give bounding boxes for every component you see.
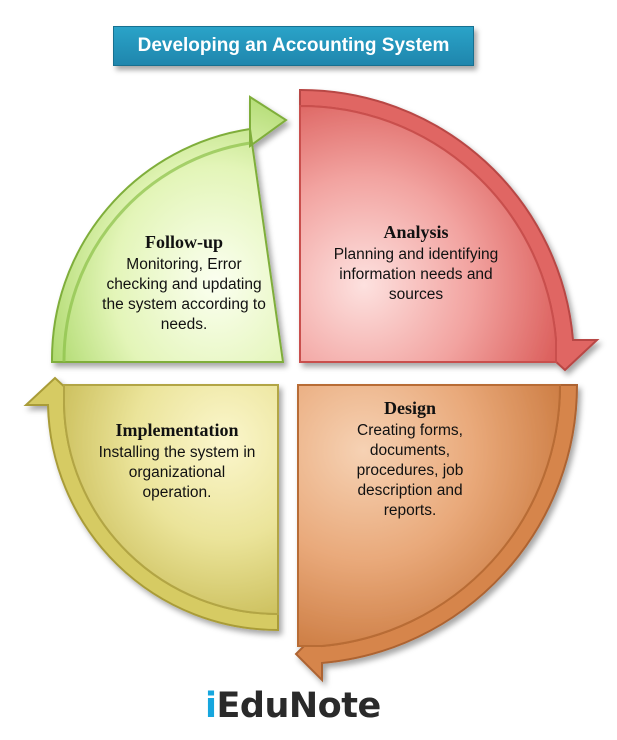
diagram-title: Developing an Accounting System [113,26,474,66]
implementation-body: Installing the system in organizational … [98,444,256,501]
analysis-body: Planning and identifying information nee… [333,246,499,303]
follow-up-text: Follow-up Monitoring, Error checking and… [95,232,273,335]
logo-note: Note [288,686,381,726]
analysis-quadrant [299,88,600,372]
implementation-quadrant [23,376,279,632]
title-text: Developing an Accounting System [137,35,450,56]
follow-up-heading: Follow-up [144,232,223,252]
design-body: Creating forms, documents, procedures, j… [356,422,464,519]
logo-i: i [205,686,217,726]
design-text: Design Creating forms, documents, proced… [335,398,485,521]
design-quadrant [294,384,579,683]
design-heading: Design [383,398,436,418]
logo-edu: Edu [216,686,290,726]
follow-up-body: Monitoring, Error checking and updating … [102,256,266,333]
follow-up-quadrant [50,95,288,363]
analysis-text: Analysis Planning and identifying inform… [325,222,507,305]
analysis-heading: Analysis [383,222,449,242]
implementation-heading: Implementation [115,420,239,440]
implementation-text: Implementation Installing the system in … [96,420,258,503]
